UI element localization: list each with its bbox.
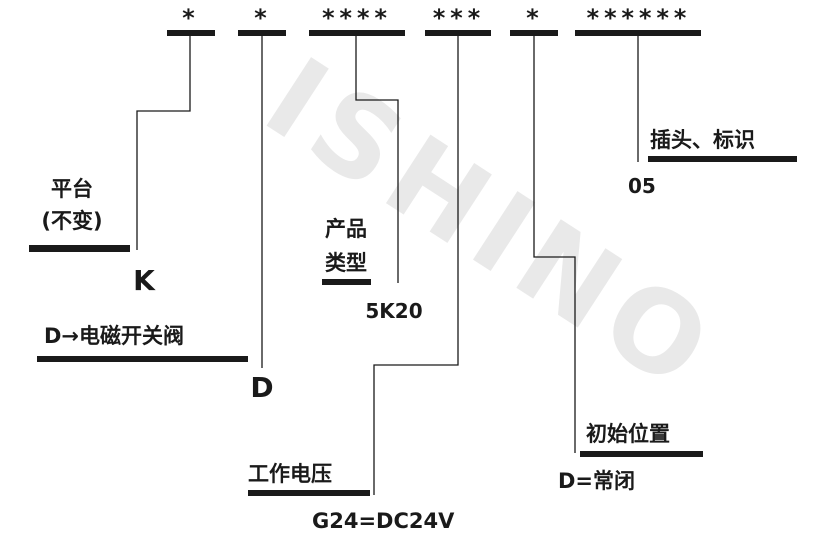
platform-bar bbox=[29, 245, 130, 252]
leader-initial-position bbox=[533, 36, 576, 453]
valve-title: D→电磁开关阀 bbox=[44, 324, 184, 348]
code-field-plug-bar bbox=[575, 30, 701, 36]
platform-value: K bbox=[133, 264, 156, 297]
voltage-value: G24=DC24V bbox=[312, 509, 455, 533]
code-field-voltage-bar bbox=[425, 30, 491, 36]
initial-position-title: 初始位置 bbox=[586, 422, 670, 446]
voltage-bar bbox=[248, 490, 370, 496]
initial-position-bar bbox=[580, 451, 703, 457]
watermark-text: ISHINO bbox=[243, 34, 739, 419]
platform-title-line2: (不变) bbox=[41, 209, 102, 233]
plug-title: 插头、标识 bbox=[650, 128, 755, 152]
valve-value: D bbox=[250, 371, 273, 404]
plug-value: 05 bbox=[628, 174, 656, 198]
product-type-title-line1: 产品 bbox=[325, 217, 367, 241]
code-field-voltage-mask: *** bbox=[432, 4, 484, 32]
valve-bar bbox=[37, 356, 248, 362]
code-field-platform-mask: * bbox=[181, 4, 198, 32]
leader-product-type bbox=[355, 36, 399, 283]
code-field-valve-mask: * bbox=[253, 4, 270, 32]
code-field-initial-position-bar bbox=[510, 30, 558, 36]
code-field-valve-bar bbox=[238, 30, 286, 36]
code-field-platform-bar bbox=[167, 30, 215, 36]
voltage-title: 工作电压 bbox=[248, 462, 332, 486]
code-field-product-type-bar bbox=[309, 30, 405, 36]
code-field-product-type-mask: **** bbox=[321, 4, 391, 32]
leader-platform bbox=[136, 36, 191, 250]
plug-bar bbox=[648, 156, 797, 162]
product-type-value: 5K20 bbox=[365, 299, 422, 323]
platform-title-line1: 平台 bbox=[51, 177, 93, 201]
code-field-plug-mask: ****** bbox=[586, 4, 691, 32]
initial-position-value: D=常闭 bbox=[558, 469, 635, 493]
leader-voltage bbox=[373, 36, 459, 495]
product-type-bar bbox=[322, 279, 371, 285]
code-field-initial-position-mask: * bbox=[525, 4, 542, 32]
product-type-title-line2: 类型 bbox=[325, 251, 367, 275]
